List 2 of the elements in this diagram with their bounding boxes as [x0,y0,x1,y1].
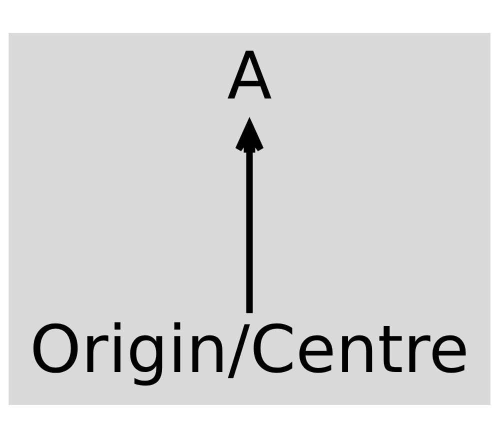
node-text: Origin/Centre [30,312,470,388]
node-text: A [227,38,272,114]
